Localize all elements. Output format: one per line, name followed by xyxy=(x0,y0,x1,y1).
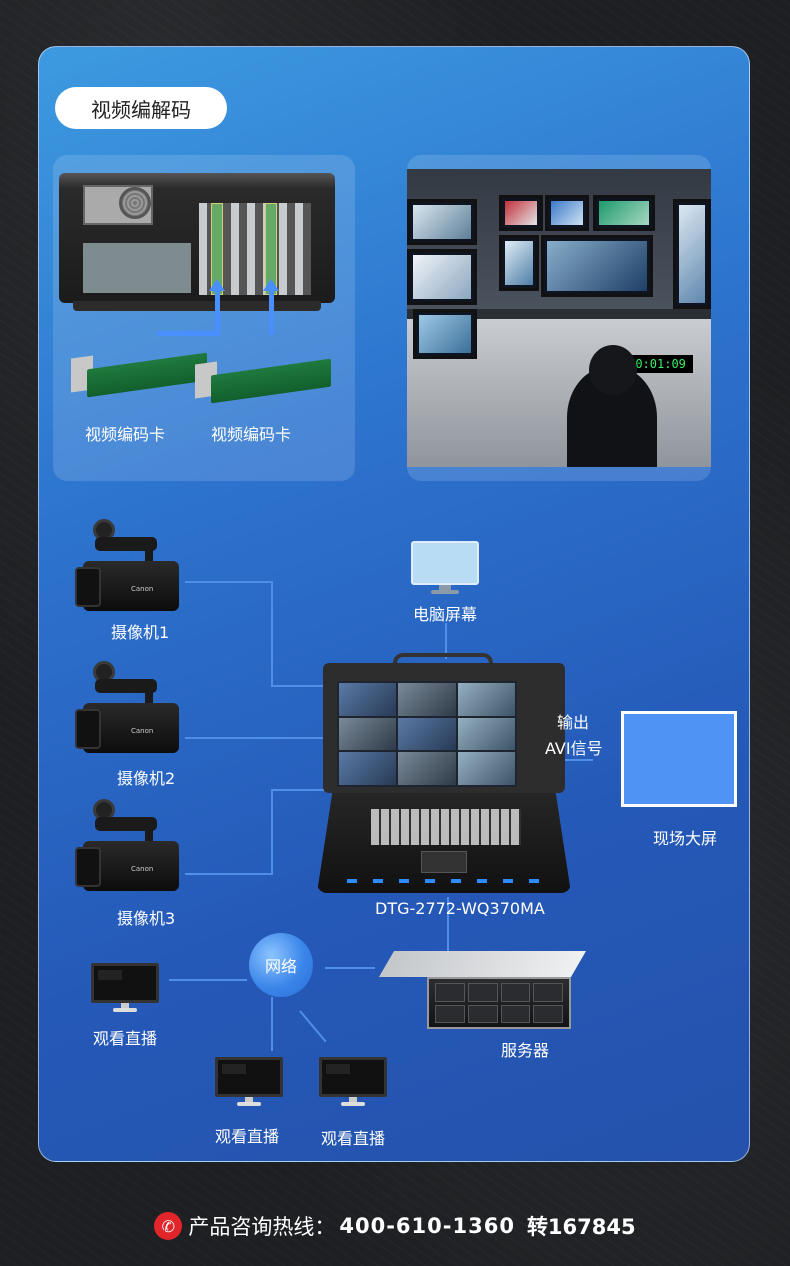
io-panel-image xyxy=(83,243,191,293)
section-title: 视频编解码 xyxy=(55,87,227,129)
arrow-line xyxy=(215,289,220,335)
output-label: 输出 xyxy=(557,713,590,732)
camera-label: 摄像机2 xyxy=(117,769,176,788)
camera-label: 摄像机1 xyxy=(111,623,170,642)
pc-screen-label: 电脑屏幕 xyxy=(413,605,478,624)
encoder-card-panel: 视频编码卡 视频编码卡 xyxy=(53,155,355,481)
encoder-card-image xyxy=(69,352,209,398)
watch-live-label: 观看直播 xyxy=(215,1127,280,1146)
hotline-label: 产品咨询热线： xyxy=(188,1215,336,1239)
chassis-base xyxy=(73,301,321,311)
encoder-card-label: 视频编码卡 xyxy=(211,425,292,444)
camera-label: 摄像机3 xyxy=(117,909,176,928)
operator-figure xyxy=(567,345,657,467)
pc-monitor-icon xyxy=(411,541,479,585)
studio-timer: 00:01:09 xyxy=(621,355,693,373)
studio-photo-panel: 00:01:09 xyxy=(407,155,711,481)
server-image xyxy=(379,951,587,1033)
viewer-monitor-icon xyxy=(319,1057,387,1107)
industrial-chassis-image xyxy=(59,173,335,311)
fan-icon xyxy=(119,187,151,219)
big-screen-label: 现场大屏 xyxy=(653,829,718,848)
arrow-up-icon xyxy=(209,279,225,291)
hotline-extension: 转167845 xyxy=(526,1215,636,1239)
camera-image: Canon xyxy=(75,661,185,757)
arrow-up-icon xyxy=(263,279,279,291)
portable-workstation-image xyxy=(317,653,571,893)
camera-image: Canon xyxy=(75,799,185,895)
main-panel: 视频编解码 视频编码卡 视频编码卡 xyxy=(38,46,750,1162)
main-device-label: DTG-2772-WQ370MA xyxy=(375,899,545,918)
encoder-card-label: 视频编码卡 xyxy=(85,425,166,444)
server-label: 服务器 xyxy=(501,1041,550,1060)
network-label: 网络 xyxy=(264,957,297,976)
phone-icon: ✆ xyxy=(154,1212,183,1240)
viewer-monitor-icon xyxy=(215,1057,283,1107)
studio-photo: 00:01:09 xyxy=(407,169,711,467)
big-screen-icon xyxy=(621,711,737,807)
arrow-line xyxy=(157,331,219,336)
camera-image: Canon xyxy=(75,519,185,615)
watch-live-label: 观看直播 xyxy=(93,1029,158,1048)
hotline-footer: ✆ 产品咨询热线： 400-610-1360 转167845 xyxy=(0,1206,790,1246)
watch-live-label: 观看直播 xyxy=(321,1129,386,1148)
encoder-card-image xyxy=(193,358,333,404)
hotline-number[interactable]: 400-610-1360 xyxy=(339,1214,515,1238)
network-globe-icon: 网络 xyxy=(249,933,313,997)
viewer-monitor-icon xyxy=(91,963,159,1013)
output-signal-label: AVI信号 xyxy=(545,739,603,758)
arrow-line xyxy=(269,289,274,335)
